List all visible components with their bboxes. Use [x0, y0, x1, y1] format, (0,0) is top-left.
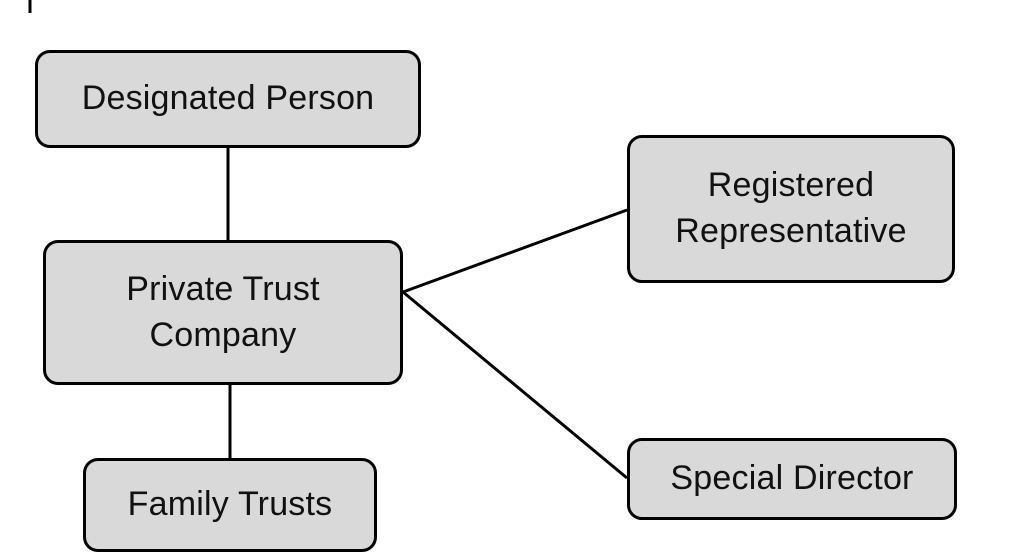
node-registered-representative: Registered Representative	[627, 135, 955, 283]
node-special-director: Special Director	[627, 438, 957, 520]
node-label: Designated Person	[81, 79, 375, 118]
edge-private-trust-company-to-registered-representative	[402, 208, 628, 294]
node-label-line-1: Private Trust	[126, 269, 320, 308]
node-label: Special Director	[670, 459, 914, 498]
edge-private-trust-company-to-special-director	[402, 290, 628, 480]
node-designated-person: Designated Person	[35, 50, 421, 148]
node-private-trust-company: Private Trust Company	[43, 240, 403, 385]
node-label-line-2: Representative	[675, 212, 907, 250]
node-label-line-2: Company	[149, 315, 297, 354]
node-family-trusts: Family Trusts	[83, 458, 377, 552]
node-label: Family Trusts	[127, 485, 333, 524]
node-label-line-1: Registered	[707, 166, 875, 205]
